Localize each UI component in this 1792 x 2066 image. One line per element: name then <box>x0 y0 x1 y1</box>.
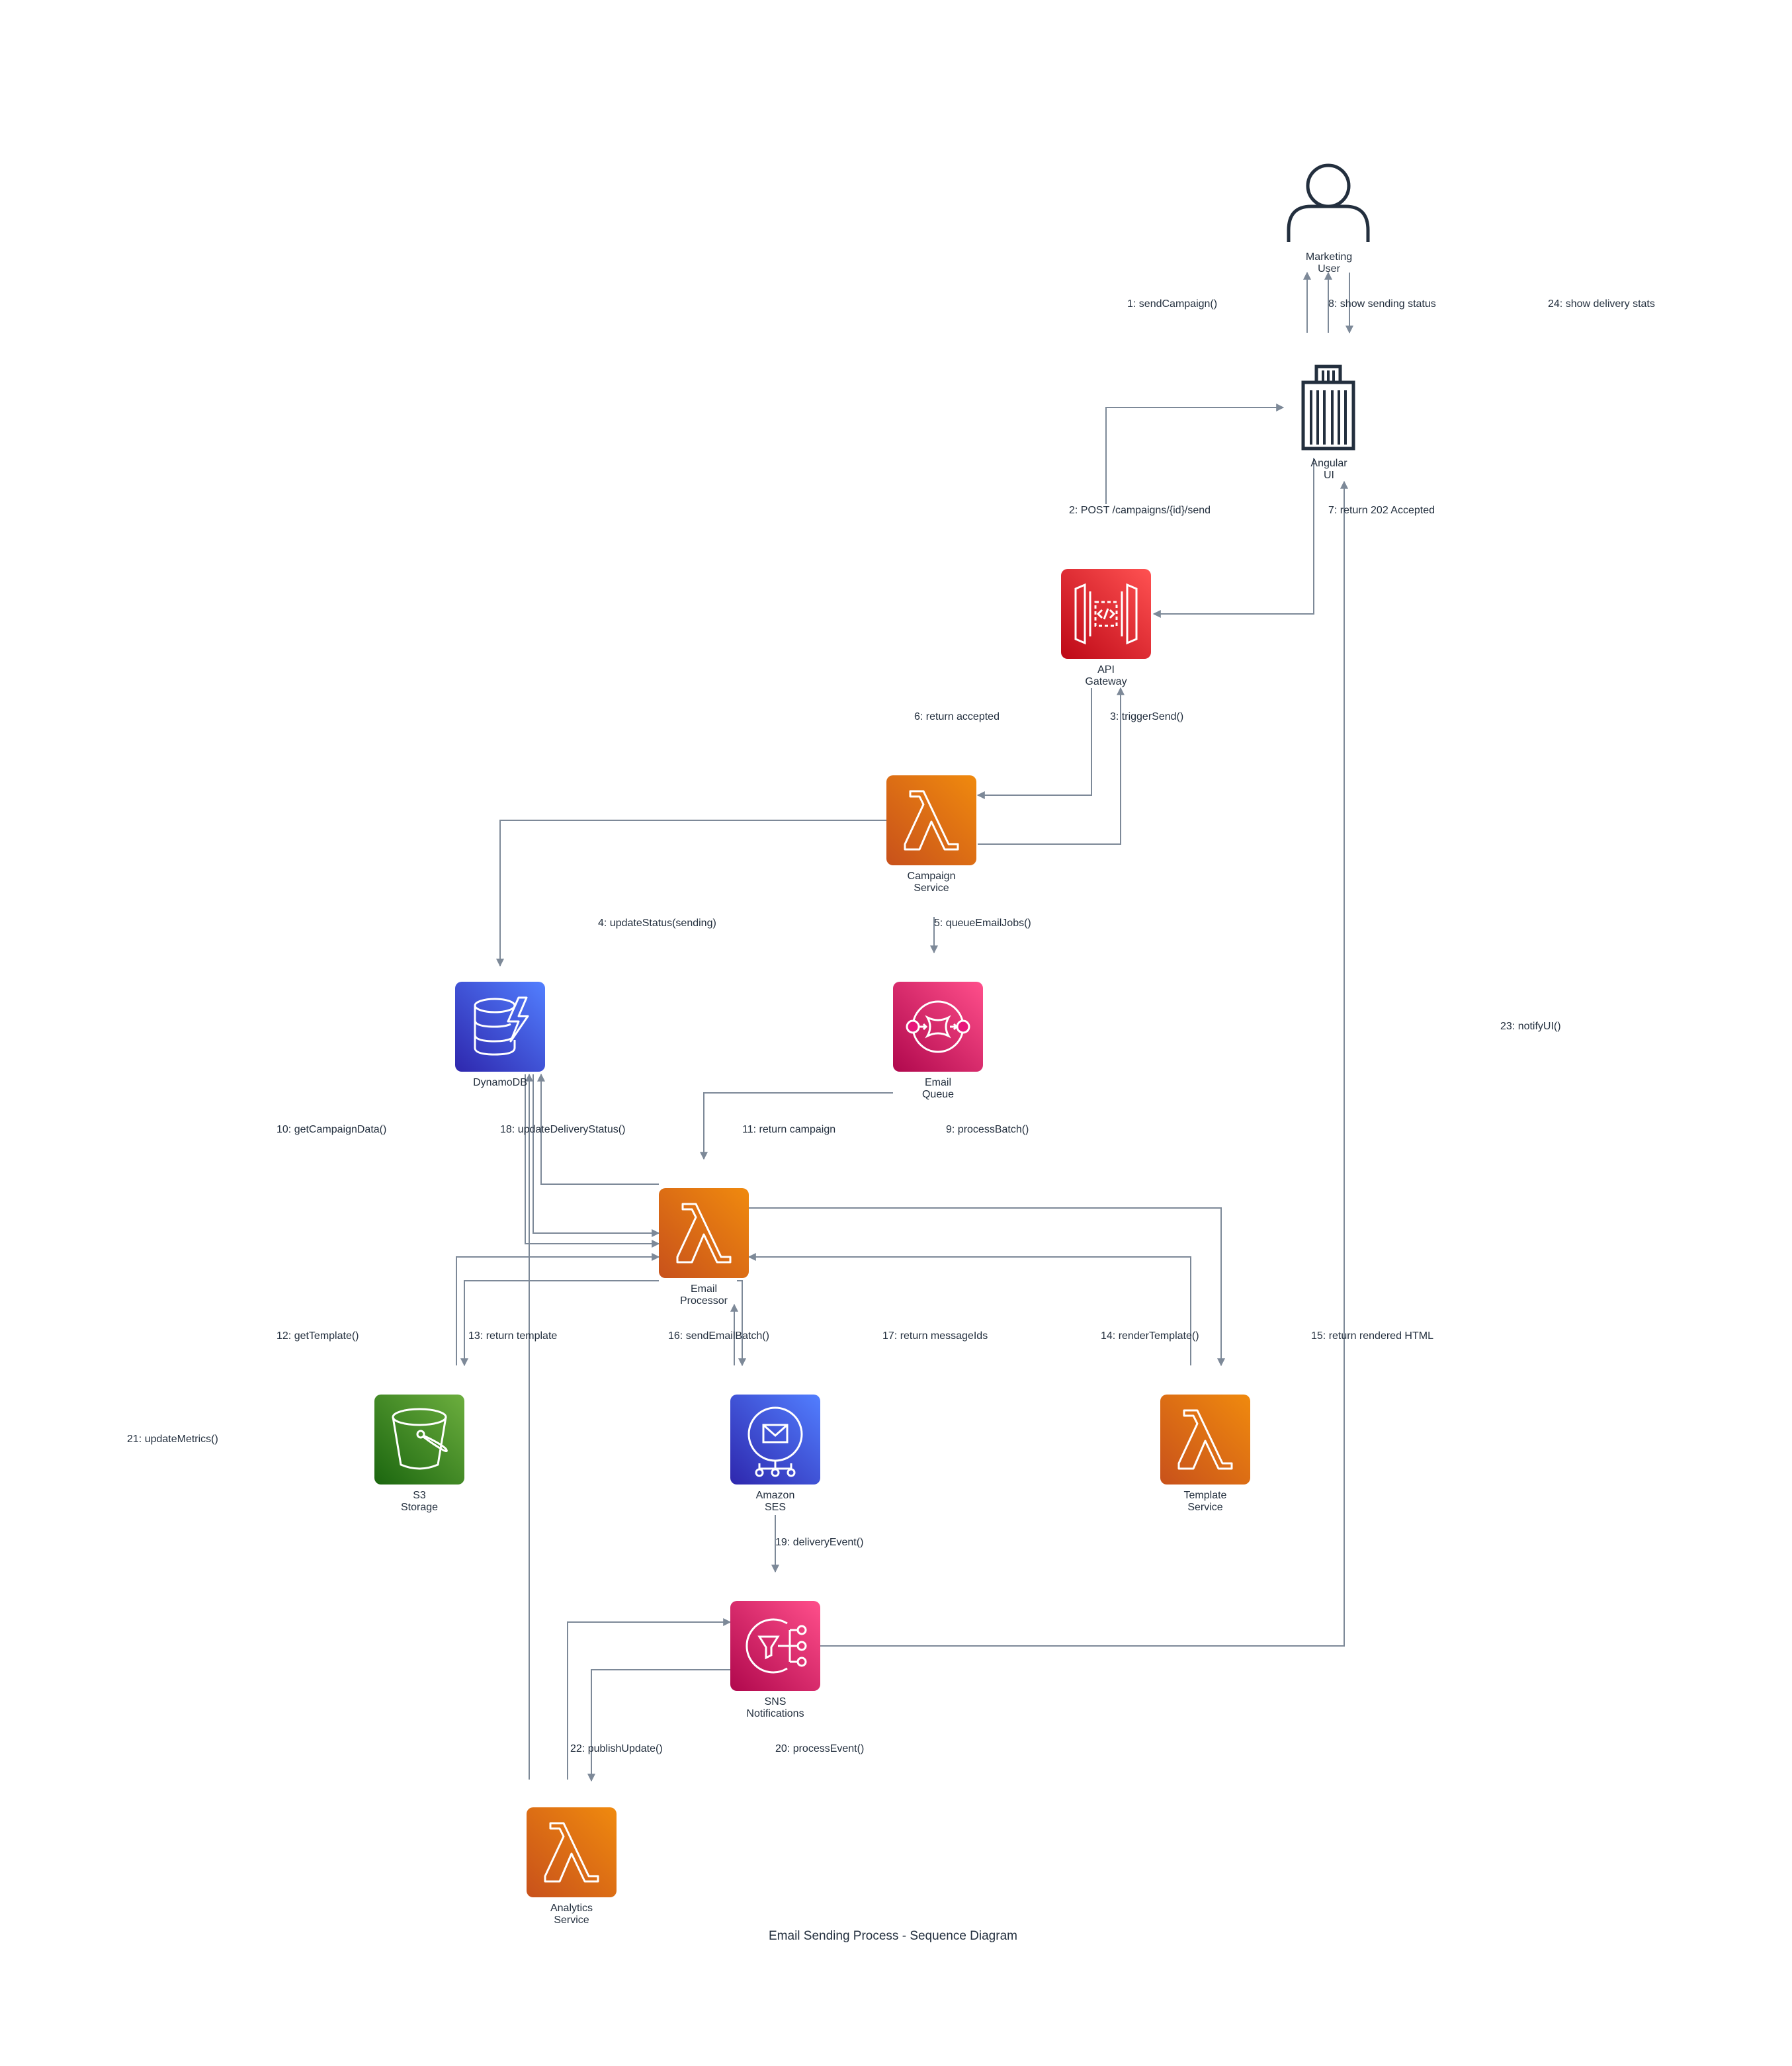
diagram-title: Email Sending Process - Sequence Diagram <box>769 1929 1017 1943</box>
edge-label-12: 12: getTemplate() <box>277 1330 359 1342</box>
edge-label-15: 15: return rendered HTML <box>1311 1330 1433 1342</box>
s3-storage-label: S3 Storage <box>400 1490 439 1513</box>
sns-notifications-node[interactable] <box>730 1601 820 1691</box>
marketing-user-node[interactable] <box>1283 156 1373 246</box>
amazon-ses-label: Amazon SES <box>755 1490 795 1513</box>
lambda-icon <box>1177 1409 1233 1470</box>
lambda-icon <box>676 1203 732 1264</box>
dynamodb-node[interactable] <box>455 982 545 1072</box>
angular-ui-label: Angular UI <box>1310 458 1347 481</box>
user-icon <box>1287 163 1370 242</box>
email-processor-node[interactable] <box>659 1188 749 1278</box>
edge-line-15 <box>747 1253 1191 1365</box>
lambda-icon <box>904 790 959 851</box>
edge-line-18 <box>525 1074 660 1248</box>
dynamodb-label: DynamoDB <box>473 1077 527 1088</box>
edge-label-21: 21: updateMetrics() <box>127 1434 218 1445</box>
marketing-user-label: Marketing User <box>1305 251 1353 275</box>
email-processor-label: Email Processor <box>679 1283 728 1307</box>
s3-bucket-icon <box>392 1408 448 1470</box>
edge-label-17: 17: return messageIds <box>882 1330 988 1342</box>
campaign-service-label: Campaign Service <box>907 871 956 894</box>
analytics-service-node[interactable] <box>527 1807 617 1897</box>
edge-label-20: 20: processEvent() <box>775 1743 865 1754</box>
edge-label-1: 1: sendCampaign() <box>1127 298 1218 310</box>
sqs-icon <box>906 1000 970 1053</box>
edge-line-10 <box>537 1073 659 1185</box>
angular-ui-node[interactable] <box>1283 363 1373 452</box>
lambda-icon <box>544 1822 599 1883</box>
edge-line-3 <box>978 687 1125 845</box>
edge-label-4: 4: updateStatus(sending) <box>598 918 716 929</box>
edge-line-20 <box>587 1669 730 1782</box>
edge-line-16 <box>737 1280 746 1367</box>
edge-label-18: 18: updateDeliveryStatus() <box>500 1124 626 1135</box>
office-building-icon <box>1301 365 1355 451</box>
edge-line-4 <box>496 820 886 967</box>
template-service-label: Template Service <box>1183 1490 1227 1513</box>
api-gateway-label: API Gateway <box>1085 664 1127 687</box>
edge-label-11: 11: return campaign <box>742 1124 836 1135</box>
edge-line-14 <box>749 1207 1225 1367</box>
edge-line-9 <box>700 1092 893 1160</box>
edge-line-2 <box>1105 404 1285 504</box>
s3-storage-node[interactable] <box>374 1395 464 1485</box>
email-queue-label: Email Queue <box>921 1077 955 1100</box>
edge-label-9: 9: processBatch() <box>946 1124 1029 1135</box>
edge-line-12 <box>460 1280 659 1367</box>
edge-label-2: 2: POST /campaigns/{id}/send <box>1069 505 1211 516</box>
edge-line-23 <box>820 480 1348 1647</box>
edge-label-24: 24: show delivery stats <box>1548 298 1655 310</box>
edge-line-22 <box>567 1618 732 1780</box>
dynamodb-icon <box>474 996 529 1056</box>
edge-label-8: 8: show sending status <box>1328 298 1436 310</box>
edge-line-13 <box>456 1253 660 1365</box>
email-queue-node[interactable] <box>893 982 983 1072</box>
api-gateway-icon <box>1074 583 1138 645</box>
sns-notifications-label: SNS Notifications <box>746 1696 804 1719</box>
api-gateway-node[interactable] <box>1061 569 1151 659</box>
edge-line-6 <box>976 688 1092 799</box>
campaign-service-node[interactable] <box>886 775 976 865</box>
template-service-node[interactable] <box>1160 1395 1250 1485</box>
edge-label-7: 7: return 202 Accepted <box>1328 505 1435 516</box>
edge-label-10: 10: getCampaignData() <box>277 1124 387 1135</box>
edge-label-13: 13: return template <box>468 1330 558 1342</box>
sns-icon <box>746 1618 807 1674</box>
edge-label-23: 23: notifyUI() <box>1500 1021 1561 1032</box>
edge-label-5: 5: queueEmailJobs() <box>934 918 1031 929</box>
edge-line-11 <box>533 1074 660 1237</box>
edge-label-19: 19: deliveryEvent() <box>775 1537 864 1548</box>
amazon-ses-node[interactable] <box>730 1395 820 1485</box>
edge-label-14: 14: renderTemplate() <box>1101 1330 1199 1342</box>
analytics-service-label: Analytics Service <box>550 1903 593 1926</box>
edge-label-6: 6: return accepted <box>914 711 1000 722</box>
edge-label-16: 16: sendEmailBatch() <box>668 1330 769 1342</box>
edge-label-3: 3: triggerSend() <box>1110 711 1184 722</box>
edge-line-7 <box>1152 458 1314 618</box>
ses-icon <box>747 1406 803 1477</box>
edge-label-22: 22: publishUpdate() <box>570 1743 663 1754</box>
